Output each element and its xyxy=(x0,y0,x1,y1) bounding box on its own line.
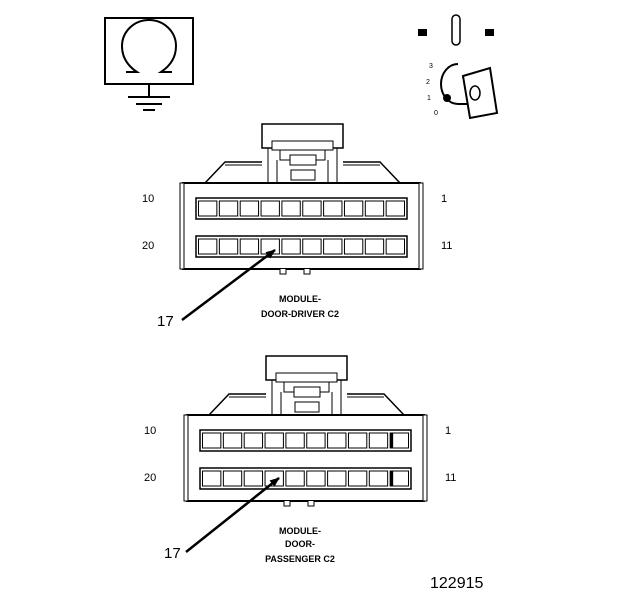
pin-cavity xyxy=(281,200,301,217)
callout-number: 17 xyxy=(157,313,174,330)
ohmmeter-ground-icon xyxy=(104,17,194,111)
connector-label-line-2: DOOR- xyxy=(285,539,315,549)
pin-cavity xyxy=(281,238,301,255)
pin-cavity xyxy=(323,238,343,255)
pin-cavity xyxy=(218,200,239,217)
cavity-row-bottom xyxy=(195,235,408,258)
pin-cavity xyxy=(323,200,343,217)
pin-cavity-key xyxy=(390,433,394,448)
pin-cavity xyxy=(260,238,280,255)
pin-label-top-right: 1 xyxy=(445,425,451,437)
pin-cavity xyxy=(285,432,305,449)
ignition-key-icon: 3 2 1 0 xyxy=(418,14,499,120)
pin-cavity xyxy=(239,200,260,217)
ignition-position-0: 0 xyxy=(434,110,438,117)
connector-label-line-2: DOOR-DRIVER C2 xyxy=(261,309,339,319)
ignition-position-3: 3 xyxy=(429,63,433,70)
pin-cavity xyxy=(285,470,305,487)
pin-cavity xyxy=(368,432,389,449)
callout-number: 17 xyxy=(164,545,181,562)
cavity-row-top xyxy=(195,197,408,220)
pin-cavity xyxy=(202,470,222,487)
pin-cavity xyxy=(343,238,364,255)
pin-cavity xyxy=(218,238,239,255)
pin-cavity xyxy=(364,200,385,217)
pin-label-top-left: 10 xyxy=(144,425,156,437)
pin-cavity xyxy=(306,432,326,449)
connector-passenger: 10 1 20 11 17 MODULE- DOOR- PASSENGER C2 xyxy=(144,355,456,564)
callout-arrow xyxy=(185,477,280,553)
pin-cavity xyxy=(347,470,368,487)
pin-label-bottom-left: 20 xyxy=(144,472,156,484)
pin-cavity xyxy=(368,470,389,487)
pin-cavity xyxy=(302,200,322,217)
pin-cavity xyxy=(243,470,264,487)
ignition-position-1: 1 xyxy=(427,95,431,102)
ignition-position-2: 2 xyxy=(426,79,430,86)
pin-cavity-key xyxy=(390,471,394,486)
pin-cavity xyxy=(327,432,347,449)
pin-cavity xyxy=(343,200,364,217)
connector-label-line-1: MODULE- xyxy=(279,526,321,536)
cavity-row-top xyxy=(199,429,412,452)
connector-label-line-3: PASSENGER C2 xyxy=(265,554,335,564)
connector-label-line-1: MODULE- xyxy=(279,294,321,304)
pin-cavity xyxy=(327,470,347,487)
figure-number: 122915 xyxy=(430,575,483,592)
pin-label-bottom-left: 20 xyxy=(142,240,154,252)
pin-cavity xyxy=(222,470,243,487)
pin-cavity xyxy=(260,200,280,217)
pin-cavity xyxy=(302,238,322,255)
pin-cavity xyxy=(306,470,326,487)
callout-arrow xyxy=(181,249,276,321)
pin-label-top-right: 1 xyxy=(441,193,447,205)
connector-driver: 10 1 20 11 17 MODULE- DOOR-DRIVER C2 xyxy=(142,123,452,330)
pin-label-bottom-right: 11 xyxy=(441,240,452,252)
pin-cavity xyxy=(364,238,385,255)
pin-cavity xyxy=(222,432,243,449)
pin-cavity xyxy=(347,432,368,449)
pin-cavity xyxy=(202,432,222,449)
pin-cavity xyxy=(198,200,218,217)
pin-cavity xyxy=(385,238,405,255)
pin-cavity xyxy=(243,432,264,449)
pin-cavity xyxy=(264,470,284,487)
pin-cavity xyxy=(198,238,218,255)
pin-label-top-left: 10 xyxy=(142,193,154,205)
pin-cavity xyxy=(264,432,284,449)
pin-label-bottom-right: 11 xyxy=(445,472,456,484)
cavity-row-bottom xyxy=(199,467,412,490)
pin-cavity xyxy=(385,200,405,217)
pin-cavity xyxy=(239,238,260,255)
